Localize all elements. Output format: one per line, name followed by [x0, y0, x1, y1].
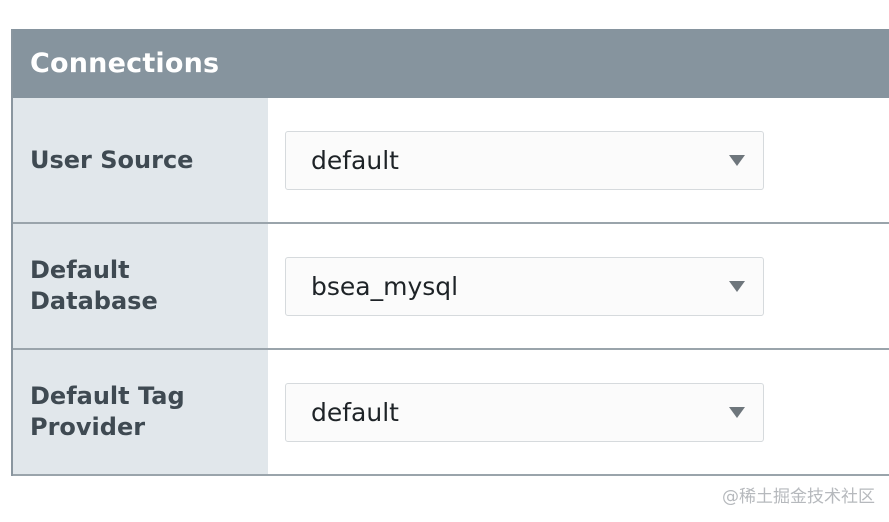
default-database-value: bsea_mysql	[311, 271, 459, 301]
user-source-value: default	[311, 145, 399, 175]
chevron-down-icon	[729, 406, 745, 418]
default-database-label: Default Database	[30, 256, 158, 315]
default-tag-provider-dropdown[interactable]: default	[285, 382, 764, 442]
chevron-down-icon	[729, 280, 745, 292]
row-label-cell: Default Database	[13, 224, 268, 348]
panel-header: Connections	[13, 29, 889, 98]
default-tag-provider-value: default	[311, 397, 399, 427]
chevron-down-icon	[729, 154, 745, 166]
row-field-cell: default	[268, 98, 889, 222]
settings-row-default-database: Default Database bsea_mysql	[13, 224, 889, 350]
connections-panel: Connections User Source default Default …	[11, 29, 889, 476]
default-database-dropdown[interactable]: bsea_mysql	[285, 256, 764, 316]
user-source-dropdown[interactable]: default	[285, 130, 764, 190]
row-field-cell: default	[268, 350, 889, 474]
default-tag-provider-label: Default Tag Provider	[30, 382, 185, 441]
user-source-label: User Source	[30, 145, 194, 174]
row-label-cell: Default Tag Provider	[13, 350, 268, 474]
row-label-cell: User Source	[13, 98, 268, 222]
settings-row-default-tag-provider: Default Tag Provider default	[13, 350, 889, 476]
settings-row-user-source: User Source default	[13, 98, 889, 224]
watermark: @稀土掘金技术社区	[722, 487, 875, 507]
row-field-cell: bsea_mysql	[268, 224, 889, 348]
panel-title: Connections	[30, 48, 220, 79]
